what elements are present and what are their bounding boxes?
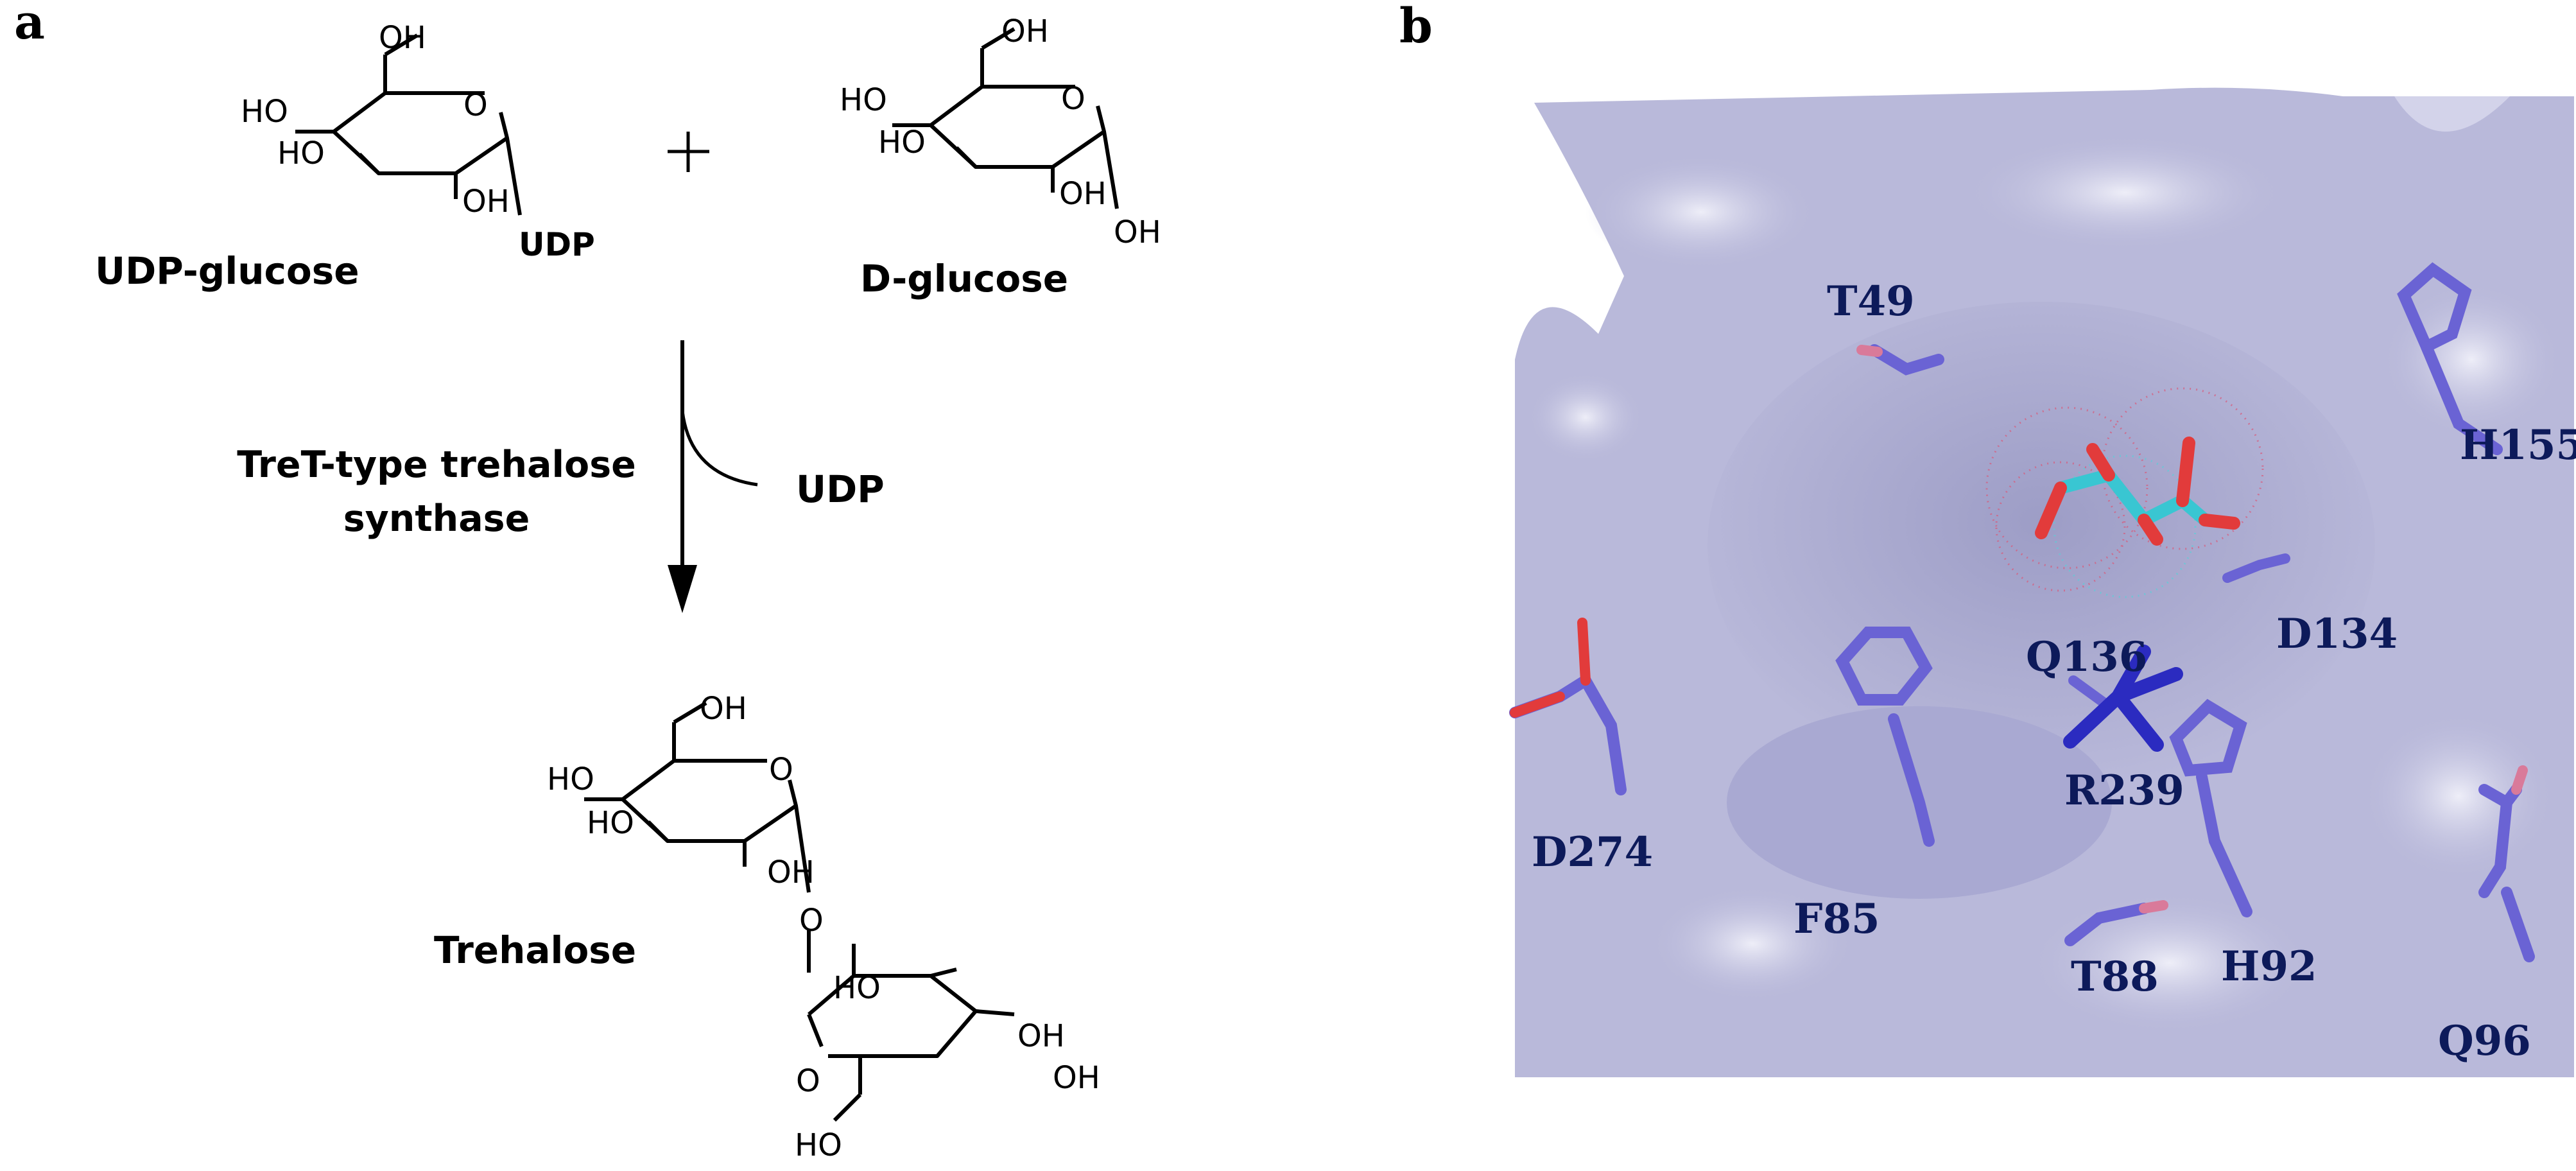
residue-label-h155: H155: [2460, 421, 2576, 469]
udp-substituent-label: UDP: [519, 226, 595, 263]
trehalose-ring-o-upper: O: [769, 752, 793, 788]
d-glucose-ho-left: HO: [840, 82, 887, 118]
d-glucose-oh-anomeric: OH: [1114, 214, 1161, 250]
trehalose-oh-lower-1: OH: [1017, 1018, 1065, 1054]
udp-glucose-ho-mid: HO: [277, 135, 325, 171]
trehalose-oh-top: OH: [700, 691, 747, 727]
d-glucose-ring-o: O: [1061, 81, 1085, 117]
ligand-dot-surface: [1985, 387, 2264, 598]
binding-pocket-image: T49 H155 Q136 D134 R239 D274 F85 T88 H92…: [1508, 0, 2576, 1171]
udp-glucose-label: UDP-glucose: [95, 249, 359, 293]
residue-label-f85: F85: [1794, 895, 1880, 943]
residue-sticks: [1509, 262, 2535, 962]
trehalose-upper-ring: [584, 701, 811, 973]
residue-label-t49: T49: [1827, 277, 1915, 325]
reaction-scheme-drawing: OH HO HO OH O OH HO HO OH OH O OH HO HO …: [241, 13, 1161, 1163]
enzyme-label-line2: synthase: [343, 498, 530, 540]
residue-label-d274: D274: [1532, 828, 1654, 876]
d-glucose-ho-mid: HO: [878, 125, 926, 160]
d-glucose-oh-bottom: OH: [1059, 176, 1107, 212]
d-glucose-oh-top: OH: [1001, 13, 1049, 49]
trehalose-ho-bottom: HO: [795, 1127, 842, 1163]
enzyme-label: TreT-type trehalose synthase: [212, 438, 661, 546]
trehalose-oh-lower-2: OH: [1053, 1060, 1100, 1096]
residue-label-q136: Q136: [2026, 633, 2148, 681]
trehalose-ring-o-lower: O: [796, 1063, 820, 1099]
panel-a-letter: a: [14, 0, 45, 50]
trehalose-ho-lower: HO: [833, 970, 881, 1006]
protein-surface-render: [1509, 87, 2574, 1078]
udp-glucose-oh-top: OH: [379, 20, 426, 56]
panel-b-letter: b: [1399, 0, 1433, 54]
trehalose-oh-upper: OH: [767, 854, 815, 890]
d-glucose-label: D-glucose: [860, 257, 1069, 300]
trehalose-label: Trehalose: [434, 928, 637, 972]
enzyme-label-line1: TreT-type trehalose: [237, 444, 636, 486]
residue-label-t88: T88: [2071, 953, 2159, 1001]
residue-label-r239: R239: [2064, 767, 2184, 815]
plus-sign: [668, 132, 709, 172]
udp-glucose-oh-bottom: OH: [462, 184, 510, 220]
udp-glucose-structure: [295, 33, 522, 216]
udp-byproduct-label: UDP: [796, 467, 885, 511]
reaction-arrow: [668, 340, 758, 613]
d-glucose-structure: [892, 27, 1119, 209]
residue-label-q96: Q96: [2438, 1017, 2531, 1065]
trehalose-ho-left: HO: [547, 761, 594, 797]
udp-glucose-ring-o: O: [463, 87, 488, 123]
trehalose-glycosidic-o: O: [799, 903, 824, 939]
reaction-scheme: OH HO HO OH O OH HO HO OH OH O OH HO HO …: [95, 13, 1161, 1163]
residue-label-h92: H92: [2221, 942, 2317, 991]
trehalose-lower-ring: [807, 944, 1015, 1122]
residue-label-d134: D134: [2276, 610, 2398, 658]
ligand-sticks: [2035, 437, 2240, 546]
udp-glucose-ho-left: HO: [241, 94, 288, 130]
trehalose-ho-mid: HO: [587, 805, 634, 841]
